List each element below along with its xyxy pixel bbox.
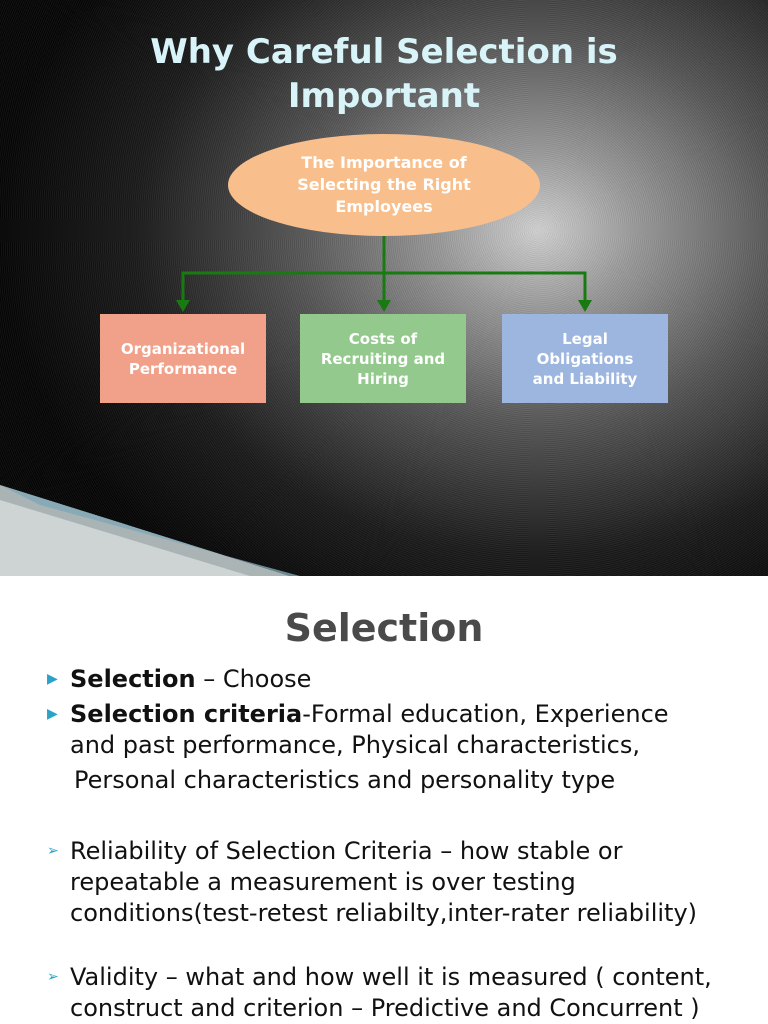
slide-decoration [0,134,592,576]
connector-left [181,271,384,300]
bullet-selection: Selection – Choose [70,664,311,695]
bullet4-line2: construct and criterion – Predictive and… [70,994,700,1022]
node-cost-line3: Hiring [357,369,409,388]
bullet-validity: Validity – what and how well it is measu… [70,963,712,991]
triangle-bullet-icon: ▶ [47,706,58,722]
connector-right [384,271,587,300]
node-cost-line2: Recruiting and [320,349,446,368]
bullet1-bold: Selection [70,665,196,693]
bullet2-line2: and past performance, Physical character… [70,731,640,759]
slide1-title-line1: Why Careful Selection is [150,32,618,72]
arrow-bullet-icon: ➢ [47,969,59,985]
slide1-title-line2: Important [287,76,481,116]
connector-arrowheads [176,300,592,312]
arrowhead-right [578,300,592,312]
root-line2: Selecting the Right [297,175,471,194]
arrow-bullet-icon: ➢ [47,843,59,859]
arrowhead-center [377,300,391,312]
bullet-selection-criteria: Selection criteria-Formal education, Exp… [70,699,669,730]
bullet2-text: -Formal education, Experience [302,700,669,728]
node-organizational-performance: Organizational Performance [100,314,266,403]
diagram-connectors [181,236,587,300]
slide-why-careful-selection: Why Careful Selection is Important The I… [0,0,768,576]
bullet3-line2: repeatable a measurement is over testing [70,868,576,896]
node-org-line2: Performance [128,359,238,378]
corner-swoosh-highlight [0,500,250,576]
node-legal-line3: and Liability [532,369,638,388]
node-legal-line2: Obligations [536,349,634,368]
node-cost-line1: Costs of [348,329,418,348]
root-oval-shape [228,134,540,236]
root-line3: Employees [335,197,433,216]
slide-selection: Selection ▶ Selection – Choose ▶ Selecti… [0,576,768,1024]
root-node-text: The Importance of Selecting the Right Em… [228,134,540,236]
root-line1: The Importance of [301,153,467,172]
triangle-bullet-icon: ▶ [47,671,58,687]
slide1-title: Why Careful Selection is Important [0,30,768,118]
node-legal-line1: Legal [562,329,608,348]
bullet3-line3: conditions(test-retest reliabilty,inter-… [70,899,698,927]
node-costs-of-recruiting: Costs of Recruiting and Hiring [300,314,466,403]
node-org-line1: Organizational [120,339,246,358]
bullet2-line3: Personal characteristics and personality… [74,766,616,794]
bullet-reliability: Reliability of Selection Criteria – how … [70,837,623,865]
bullet1-text: – Choose [195,665,312,693]
bullet2-bold: Selection criteria [70,700,303,728]
node-legal-obligations: Legal Obligations and Liability [502,314,668,403]
arrowhead-left [176,300,190,312]
slide2-title: Selection [284,606,484,650]
